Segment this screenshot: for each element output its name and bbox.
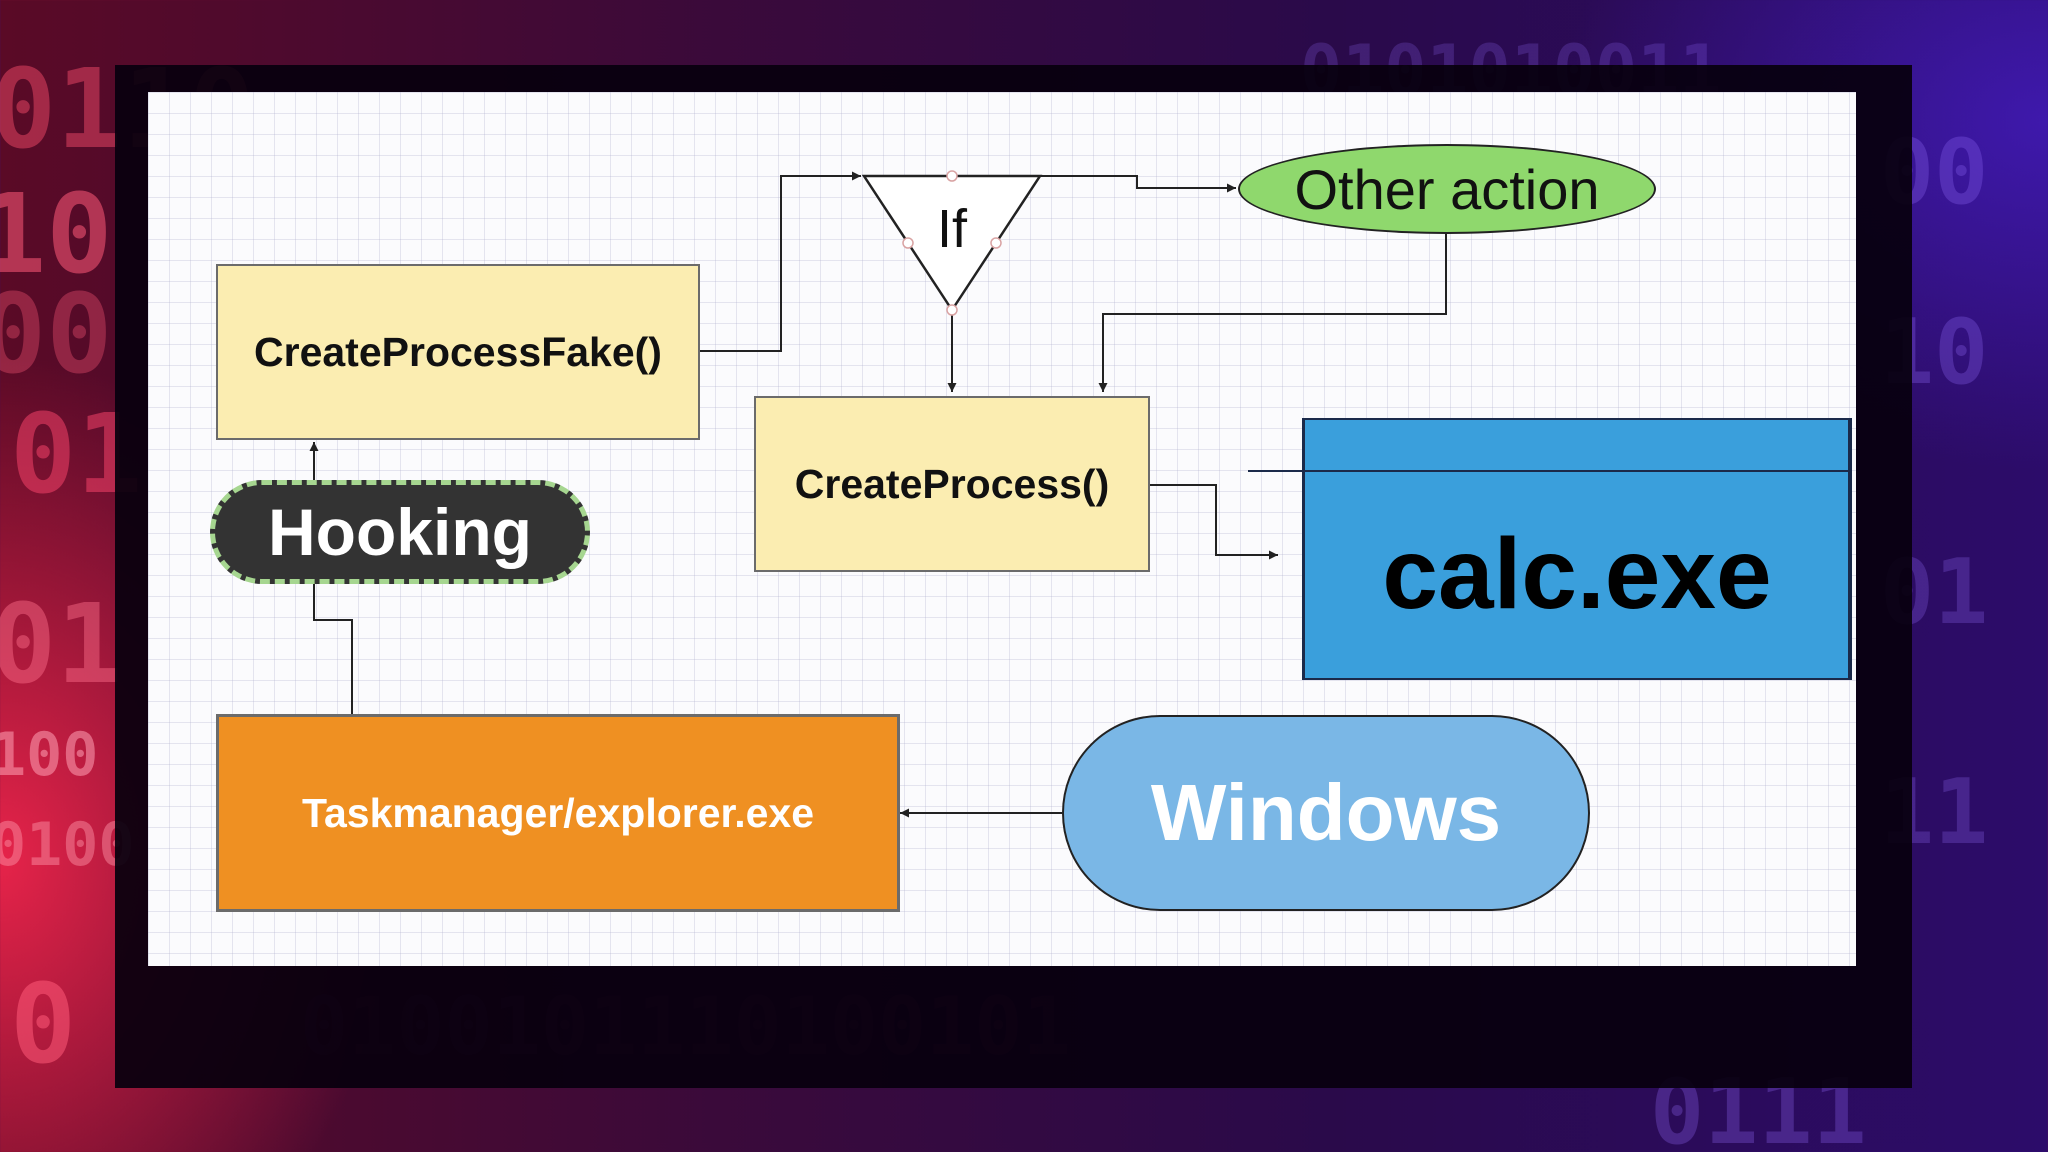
edge-fake-to-if xyxy=(700,171,861,352)
taskmanager-box: Taskmanager/explorer.exe xyxy=(216,714,900,912)
other-action-label: Other action xyxy=(1294,157,1600,221)
create-process-label: CreateProcess() xyxy=(794,460,1110,507)
if-decision-label-wrap: If xyxy=(902,194,1002,264)
if-decision-label: If xyxy=(936,199,967,259)
hooking-node: Hooking xyxy=(210,480,590,584)
binary-digits-decoration: 00 xyxy=(0,270,113,398)
windows-label: Windows xyxy=(1150,768,1502,857)
binary-digits-decoration: 10 xyxy=(0,170,113,298)
calc-exe-node: calc.exe xyxy=(1304,418,1852,680)
edge-taskmanager-to-hooking xyxy=(313,584,353,714)
taskmanager-label: Taskmanager/explorer.exe xyxy=(301,789,815,836)
edge-if-to-other-action xyxy=(1040,175,1236,193)
connection-point-handles xyxy=(902,170,1002,316)
windows-node: Windows xyxy=(1062,715,1590,911)
connector-lines xyxy=(309,170,1850,818)
other-action-node: Other action xyxy=(1238,144,1656,234)
calc-exe-label: calc.exe xyxy=(1382,517,1772,630)
edge-create-process-to-calc xyxy=(1150,484,1278,560)
create-process-fake-label: CreateProcessFake() xyxy=(254,328,662,375)
binary-digits-decoration: 0 xyxy=(10,960,77,1088)
binary-digits-decoration: 100 xyxy=(0,720,99,790)
create-process-fake-box: CreateProcessFake() xyxy=(216,264,700,440)
hooking-label: Hooking xyxy=(268,495,532,569)
diagram-canvas: CreateProcessFake() Hooking If Other act… xyxy=(148,92,1856,966)
calc-divider-lines xyxy=(1248,418,1850,680)
edge-other-action-to-create-process xyxy=(1098,234,1447,392)
binary-digits-decoration: 01 xyxy=(0,580,123,708)
create-process-box: CreateProcess() xyxy=(754,396,1150,572)
